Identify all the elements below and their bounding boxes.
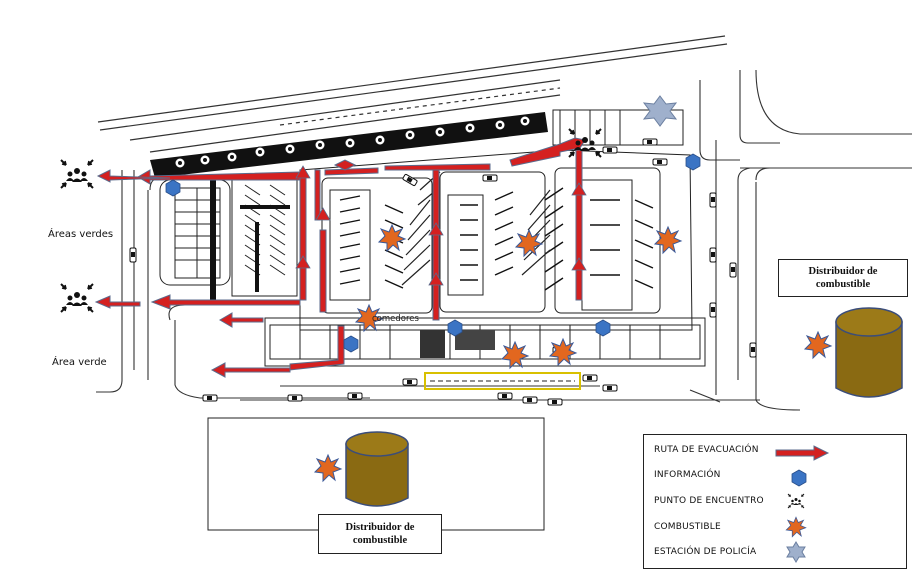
building-detail (339, 187, 654, 291)
route-arrowheads (295, 165, 587, 286)
fuel-tank-bottom (314, 431, 409, 507)
blue-star-icon (786, 541, 806, 563)
legend-item-info: INFORMACIÓN (644, 466, 906, 488)
orange-burst-icon (785, 516, 807, 538)
green-areas-label: Áreas verdes (48, 229, 114, 240)
fuel-tank-right (804, 307, 903, 398)
fuel-distributor-bottom-label: Distribuidor de combustible (318, 514, 442, 554)
police-station-marker (642, 95, 678, 127)
legend-item-police: ESTACIÓN DE POLICÍA (644, 541, 906, 565)
north-east-block (552, 109, 684, 146)
meeting-point-icon (787, 493, 805, 509)
main-complex (299, 149, 693, 331)
legend-label: INFORMACIÓN (654, 470, 721, 480)
red-arrow-icon (775, 445, 830, 461)
legend-item-fuel: COMBUSTIBLE (644, 516, 906, 540)
fuel-distributor-right-label: Distribuidor de combustible (778, 259, 908, 297)
map-legend: RUTA DE EVACUACIÓN INFORMACIÓN PUNTO DE … (643, 434, 907, 569)
legend-label: COMBUSTIBLE (654, 522, 721, 532)
fuel-distributor-right-text: Distribuidor de combustible (808, 266, 878, 290)
comedores-label: comedores (372, 314, 419, 324)
legend-label: RUTA DE EVACUACIÓN (654, 445, 759, 455)
legend-label: ESTACIÓN DE POLICÍA (654, 547, 757, 557)
green-area-label: Área verde (52, 357, 107, 368)
curved-wings (401, 171, 551, 286)
legend-label: PUNTO DE ENCUENTRO (654, 496, 764, 506)
legend-item-meeting: PUNTO DE ENCUENTRO (644, 492, 906, 514)
tree-strip (150, 112, 548, 178)
fuel-distributor-bottom-text: Distribuidor de combustible (345, 522, 415, 546)
legend-item-route: RUTA DE EVACUACIÓN (644, 441, 906, 463)
highway (97, 35, 728, 153)
blue-hexagon-icon (791, 469, 807, 487)
parking-west (159, 177, 298, 297)
